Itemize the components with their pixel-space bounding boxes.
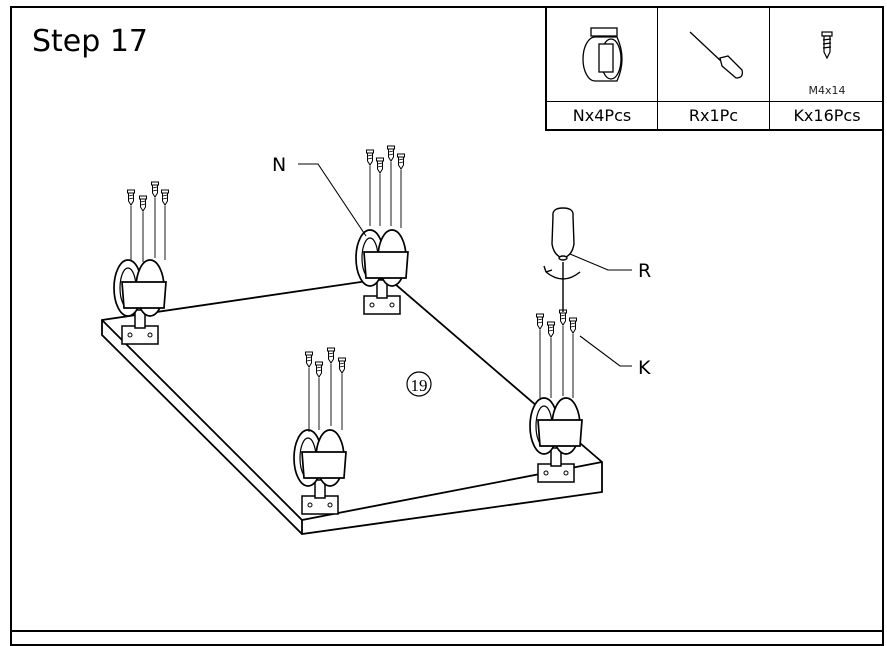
screw-icon [366, 149, 374, 166]
part-count-caster: Nx4Pcs [547, 101, 657, 129]
caster-wheel-icon [355, 229, 409, 315]
screw-icon [139, 195, 147, 212]
screw-icon [151, 181, 159, 198]
callout-caster: N [272, 154, 286, 176]
screw-icon [569, 317, 577, 334]
caster-wheel-icon [293, 429, 347, 515]
caster-wheel-icon [547, 6, 657, 102]
step-title: Step 17 [32, 24, 149, 59]
callout-lines [298, 163, 632, 367]
caster-wheel-icon [529, 397, 583, 483]
screwdriver-icon [658, 6, 769, 102]
panel-number-label: 19 [411, 376, 428, 395]
part-cell-screw: M4x14 Kx16Pcs [770, 6, 884, 129]
screw-icon [547, 321, 555, 338]
board-panel [101, 277, 603, 535]
caster-wheel-icon [113, 259, 167, 345]
screw-icon [161, 189, 169, 206]
panel-number: 19 [406, 371, 432, 397]
screw-icon [770, 6, 884, 102]
guide-lines [130, 162, 574, 432]
part-count-screw: Kx16Pcs [770, 101, 884, 129]
bottom-divider [10, 630, 884, 632]
screw-icon [559, 309, 567, 326]
screw-icon [536, 313, 544, 330]
callout-screwdriver: R [638, 260, 651, 282]
part-cell-caster: Nx4Pcs [547, 6, 658, 129]
part-cell-screwdriver: Rx1Pc [658, 6, 770, 129]
screw-icon [376, 157, 384, 174]
screw-icon [397, 153, 405, 170]
screw-spec: M4x14 [808, 84, 846, 97]
screwdriver-icon [543, 207, 581, 312]
part-count-screwdriver: Rx1Pc [658, 101, 769, 129]
callout-screw: K [638, 357, 651, 379]
parts-table: Nx4Pcs Rx1Pc M4x14 [545, 6, 884, 131]
screw-icon [127, 189, 135, 206]
screw-icon [387, 145, 395, 162]
